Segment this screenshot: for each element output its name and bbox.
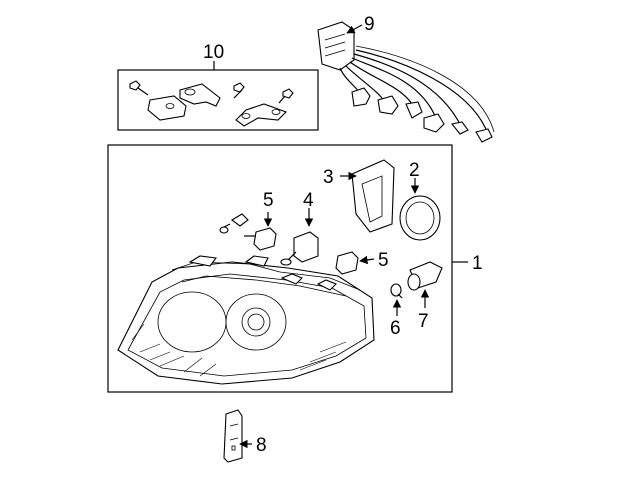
callout-9: 9 <box>364 14 375 35</box>
harness-connector-c <box>405 101 423 119</box>
side-marker-bulb <box>390 283 403 316</box>
hardware-kit-frame <box>117 69 319 131</box>
callout-3: 3 <box>323 167 334 188</box>
callout-9-arrow <box>346 24 363 34</box>
headlamp-housing <box>117 255 375 385</box>
callout-4: 4 <box>303 190 314 211</box>
bulb-upper <box>219 212 277 251</box>
kit-bolt-1 <box>129 80 149 96</box>
bulb-socket <box>407 261 443 308</box>
kit-bracket-3 <box>235 103 287 127</box>
callout-6: 6 <box>390 318 401 339</box>
callout-5b-arrow <box>359 255 375 265</box>
callout-1: 1 <box>472 253 483 274</box>
harness-connector-b <box>377 95 399 115</box>
callout-10: 10 <box>203 42 224 63</box>
kit-bolt-3 <box>278 88 294 104</box>
callout-8: 8 <box>256 435 267 456</box>
kit-bracket-2 <box>179 83 221 107</box>
harness-connector-a <box>351 87 371 107</box>
bulb-mounting-frame <box>340 159 395 233</box>
kit-bracket-1 <box>147 95 187 121</box>
kit-bolt-2 <box>233 82 245 99</box>
bulb-lower <box>335 251 375 275</box>
headlamp-bulb <box>280 208 319 266</box>
headlamp-assembly-frame <box>107 144 453 393</box>
callout-7: 7 <box>418 311 429 332</box>
callout-5b: 5 <box>378 250 389 271</box>
hardware-kit-group <box>117 61 319 131</box>
harness-connector-f <box>475 128 493 143</box>
callout-5a: 5 <box>263 190 274 211</box>
high-beam-reflector <box>225 293 287 351</box>
callout-2: 2 <box>409 160 420 181</box>
wiring-harness <box>317 21 495 143</box>
harness-connector-d <box>423 113 445 133</box>
harness-connector-e <box>451 121 469 135</box>
mounting-bracket <box>223 409 252 463</box>
headlamp-cap <box>399 178 441 241</box>
projector-lens <box>241 307 271 337</box>
